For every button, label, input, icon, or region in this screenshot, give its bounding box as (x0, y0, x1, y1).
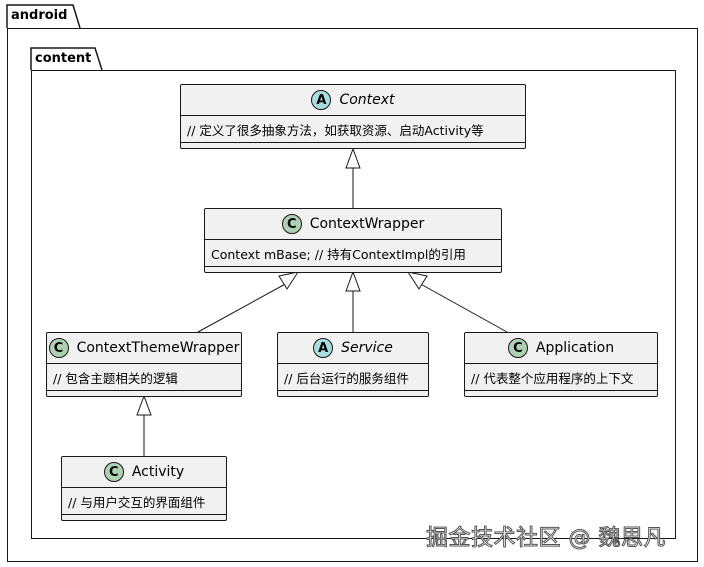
package-content-frame (31, 70, 676, 539)
class-service-header: A Service (278, 333, 428, 364)
class-contextthemewrapper-note: // 包含主题相关的逻辑 (47, 364, 241, 391)
arrowhead-application (406, 271, 428, 290)
package-android-frame (7, 28, 698, 562)
class-contextwrapper-methods (205, 267, 501, 275)
class-context[interactable]: A Context // 定义了很多抽象方法，如获取资源、启动Activity等 (180, 84, 526, 149)
class-activity-note: // 与用户交互的界面组件 (62, 488, 226, 515)
class-context-name: Context (339, 92, 395, 108)
class-icon: C (48, 338, 69, 358)
class-application-name: Application (535, 340, 615, 356)
class-activity-name: Activity (131, 464, 185, 480)
abstract-class-icon: A (313, 338, 334, 358)
class-application[interactable]: C Application // 代表整个应用程序的上下文 (464, 332, 658, 397)
class-icon: C (281, 214, 302, 234)
class-service[interactable]: A Service // 后台运行的服务组件 (277, 332, 429, 397)
watermark: 掘金技术社区 @ 魏思凡 (426, 526, 667, 552)
arrowhead-context (345, 147, 361, 169)
package-content-label: content (35, 51, 92, 66)
class-icon: C (103, 462, 124, 482)
class-context-methods (181, 143, 525, 151)
class-activity-header: C Activity (62, 457, 226, 488)
edge-themewrapper-contextwrapper (197, 281, 290, 333)
package-android-label: android (11, 8, 68, 23)
class-icon: C (507, 338, 528, 358)
class-application-methods (465, 391, 657, 399)
class-contextwrapper-name: ContextWrapper (309, 216, 425, 232)
class-context-header: A Context (181, 85, 525, 116)
edge-application-contextwrapper (416, 281, 508, 333)
class-contextwrapper-header: C ContextWrapper (205, 209, 501, 240)
class-application-header: C Application (465, 333, 657, 364)
class-service-note: // 后台运行的服务组件 (278, 364, 428, 391)
class-context-note: // 定义了很多抽象方法，如获取资源、启动Activity等 (181, 116, 525, 143)
class-contextthemewrapper-methods (47, 391, 241, 399)
arrowhead-themewrapper (278, 271, 300, 290)
class-contextthemewrapper[interactable]: C ContextThemeWrapper // 包含主题相关的逻辑 (46, 332, 242, 397)
class-contextwrapper[interactable]: C ContextWrapper Context mBase; // 持有Con… (204, 208, 502, 273)
abstract-class-icon: A (311, 90, 332, 110)
class-application-note: // 代表整个应用程序的上下文 (465, 364, 657, 391)
class-service-methods (278, 391, 428, 399)
arrowhead-service (345, 270, 361, 292)
class-contextthemewrapper-name: ContextThemeWrapper (76, 340, 240, 356)
class-service-name: Service (341, 340, 393, 356)
class-activity[interactable]: C Activity // 与用户交互的界面组件 (61, 456, 227, 521)
class-activity-methods (62, 515, 226, 523)
class-contextthemewrapper-header: C ContextThemeWrapper (47, 333, 241, 364)
arrowhead-activity (136, 394, 152, 416)
class-contextwrapper-field: Context mBase; // 持有ContextImpl的引用 (205, 240, 501, 267)
